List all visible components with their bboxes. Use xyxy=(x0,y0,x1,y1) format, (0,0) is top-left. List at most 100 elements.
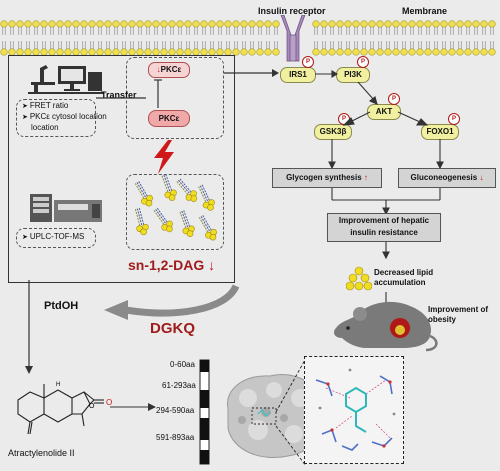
membrane-lipid-head xyxy=(424,20,432,28)
membrane-lipid-head xyxy=(352,20,360,28)
membrane-lipid-head xyxy=(216,20,224,28)
membrane-lipid-head xyxy=(472,20,480,28)
membrane-lipid-head xyxy=(264,48,272,56)
membrane-lipid-head xyxy=(152,20,160,28)
membrane-label: Membrane xyxy=(402,6,448,16)
membrane-lipid-head xyxy=(328,20,336,28)
uplc-item: ➤ UPLC-TOF-MS xyxy=(22,232,85,241)
membrane-lipid-head xyxy=(464,20,472,28)
membrane-lipid-head xyxy=(88,20,96,28)
membrane-lipid-head xyxy=(256,20,264,28)
membrane-lipid-head xyxy=(208,20,216,28)
membrane-lipid-head xyxy=(480,48,488,56)
insulin-receptor-icon xyxy=(280,15,306,62)
membrane-lipid-head xyxy=(376,20,384,28)
membrane-lipid-head xyxy=(80,20,88,28)
membrane-lipid-head xyxy=(376,48,384,56)
transfer-label: Transfer xyxy=(101,90,137,100)
membrane-lipid-head xyxy=(232,48,240,56)
obesity-label: Improvement of obesity xyxy=(428,305,489,324)
fret-item-3: location xyxy=(31,123,59,132)
membrane-lipid-head xyxy=(136,20,144,28)
membrane-lipid-head xyxy=(488,48,496,56)
activation-lightning-icon xyxy=(154,140,174,174)
membrane-lipid-head xyxy=(112,20,120,28)
experiment-panel xyxy=(8,55,235,283)
membrane-lipid-head xyxy=(416,20,424,28)
membrane-lipid-head xyxy=(464,48,472,56)
transfer-arrow xyxy=(96,79,162,108)
fret-item-2: ➤ PKCε cytosol location xyxy=(22,112,107,121)
membrane-lipid-head xyxy=(240,20,248,28)
dag-molecule xyxy=(134,207,149,236)
irs1-node: IRS1 xyxy=(280,67,316,83)
fret-measurement-box xyxy=(16,99,96,137)
membrane-lipid-head xyxy=(472,48,480,56)
membrane-lipid-head xyxy=(248,48,256,56)
gsk3b-node: GSK3β xyxy=(314,124,352,140)
svg-text:O: O xyxy=(89,403,95,410)
gluconeogenesis-box: Gluconeogenesis ↓ xyxy=(398,168,496,188)
membrane-lipid-head xyxy=(248,20,256,28)
uplc-box xyxy=(16,228,96,248)
membrane-lipid-head xyxy=(120,20,128,28)
membrane-lipid-head xyxy=(368,20,376,28)
membrane-lipid-head xyxy=(72,20,80,28)
membrane-lipid-head xyxy=(336,48,344,56)
membrane-lipid-head xyxy=(24,20,32,28)
membrane-lipid-head xyxy=(128,20,136,28)
domain-label-1: 0-60aa xyxy=(170,360,195,369)
uplc-instrument-icon xyxy=(30,194,102,222)
membrane-lipid-head xyxy=(456,48,464,56)
membrane-lipid-head xyxy=(160,20,168,28)
akt-phospho-badge: P xyxy=(388,93,400,105)
microscope-computer-icon xyxy=(28,65,104,94)
membrane-lipid-head xyxy=(264,20,272,28)
membrane-lipid-head xyxy=(344,48,352,56)
membrane-lipid-head xyxy=(336,20,344,28)
zoom-lines xyxy=(275,357,307,467)
membrane-lipid-head xyxy=(408,20,416,28)
membrane-lipid-head xyxy=(96,20,104,28)
lipid-droplets-icon xyxy=(346,266,372,291)
membrane-lipid-head xyxy=(400,20,408,28)
membrane-lipid-head xyxy=(352,48,360,56)
binding-arrow xyxy=(110,403,156,411)
cell-membrane xyxy=(0,20,496,56)
fret-item-1: ➤ FRET ratio xyxy=(22,101,69,110)
membrane-lipid-head xyxy=(320,20,328,28)
membrane-lipid-head xyxy=(488,20,496,28)
membrane-lipid-head xyxy=(32,20,40,28)
dag-molecule xyxy=(134,181,153,207)
membrane-lipid-head xyxy=(144,20,152,28)
membrane-lipid-head xyxy=(448,48,456,56)
membrane-lipid-head xyxy=(224,20,232,28)
domain-label-2: 61-293aa xyxy=(162,381,196,390)
dag-lipid-box xyxy=(126,174,224,250)
membrane-lipid-head xyxy=(328,48,336,56)
membrane-lipid-head xyxy=(312,20,320,28)
membrane-lipid-head xyxy=(344,20,352,28)
membrane-lipid-head xyxy=(424,48,432,56)
membrane-lipid-head xyxy=(200,20,208,28)
mouse-icon xyxy=(334,301,438,352)
membrane-lipid-head xyxy=(416,48,424,56)
membrane-lipid-head xyxy=(16,20,24,28)
hepatic-insulin-box: Improvement of hepatic insulin resistanc… xyxy=(327,213,441,242)
lipid-label: Decreased lipid accumulation xyxy=(374,268,434,287)
membrane-lipid-head xyxy=(104,20,112,28)
membrane-lipid-head xyxy=(168,20,176,28)
membrane-lipid-head xyxy=(448,20,456,28)
membrane-lipid-head xyxy=(456,20,464,28)
membrane-lipid-head xyxy=(272,20,280,28)
membrane-lipid-head xyxy=(184,20,192,28)
dag-molecule xyxy=(198,215,217,241)
foxo1-phospho-badge: P xyxy=(448,113,460,125)
akt-node: AKT xyxy=(367,104,401,120)
dag-molecule xyxy=(161,174,177,201)
protein-surface-image xyxy=(227,374,326,459)
membrane-lipid-head xyxy=(432,48,440,56)
compound-label: Atractylenolide II xyxy=(8,448,75,458)
irs1-phospho-badge: P xyxy=(302,56,314,68)
membrane-lipid-head xyxy=(232,20,240,28)
